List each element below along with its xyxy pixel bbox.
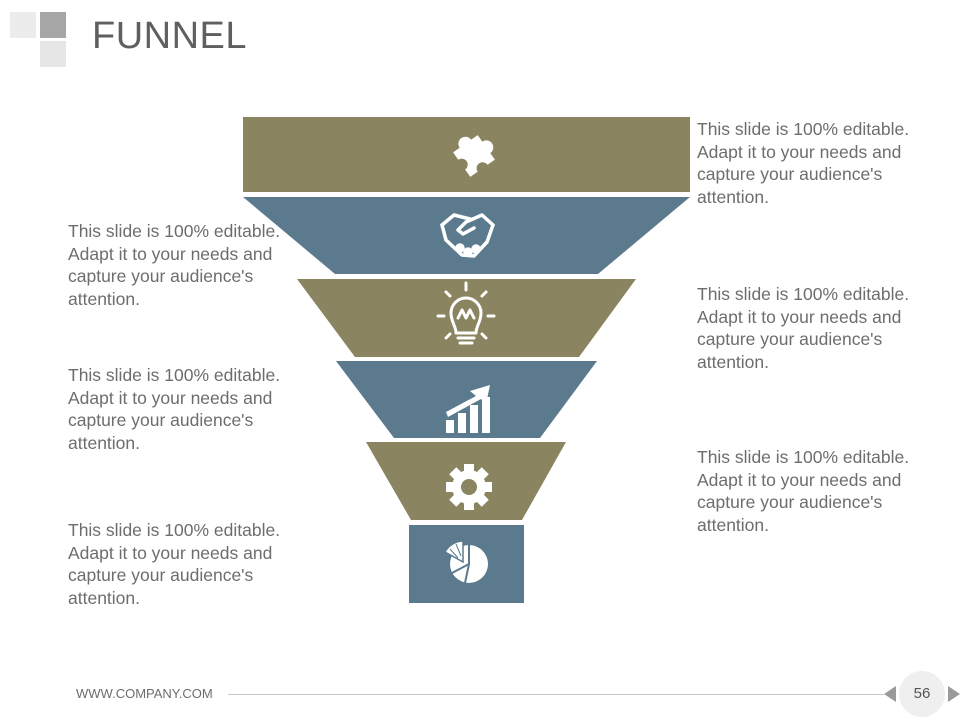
description-left-3: This slide is 100% editable. Adapt it to… xyxy=(68,520,281,608)
growth-chart-icon xyxy=(446,385,490,433)
puzzle-icon xyxy=(453,135,495,177)
page-number: 56 xyxy=(899,671,945,717)
corner-decoration-square xyxy=(40,12,66,38)
description-right-3: This slide is 100% editable. Adapt it to… xyxy=(697,447,910,535)
description-right-2: This slide is 100% editable. Adapt it to… xyxy=(697,284,910,372)
pie-chart-icon xyxy=(443,540,488,584)
next-slide-arrow-icon[interactable] xyxy=(948,686,960,702)
description-left-1: This slide is 100% editable. Adapt it to… xyxy=(68,221,281,309)
slide-title: FUNNEL xyxy=(92,15,248,57)
previous-slide-arrow-icon[interactable] xyxy=(884,686,896,702)
footer-url: WWW.COMPANY.COM xyxy=(76,686,213,701)
funnel-stage-4 xyxy=(336,361,597,438)
gear-icon xyxy=(446,464,492,510)
description-right-1: This slide is 100% editable. Adapt it to… xyxy=(697,119,910,207)
corner-decoration-square xyxy=(40,41,66,67)
handshake-icon xyxy=(440,213,495,258)
description-left-2: This slide is 100% editable. Adapt it to… xyxy=(68,365,281,453)
corner-decoration-square xyxy=(10,12,36,38)
funnel-stage-2 xyxy=(243,197,690,274)
lightbulb-icon xyxy=(436,281,496,345)
footer-divider xyxy=(228,694,884,695)
